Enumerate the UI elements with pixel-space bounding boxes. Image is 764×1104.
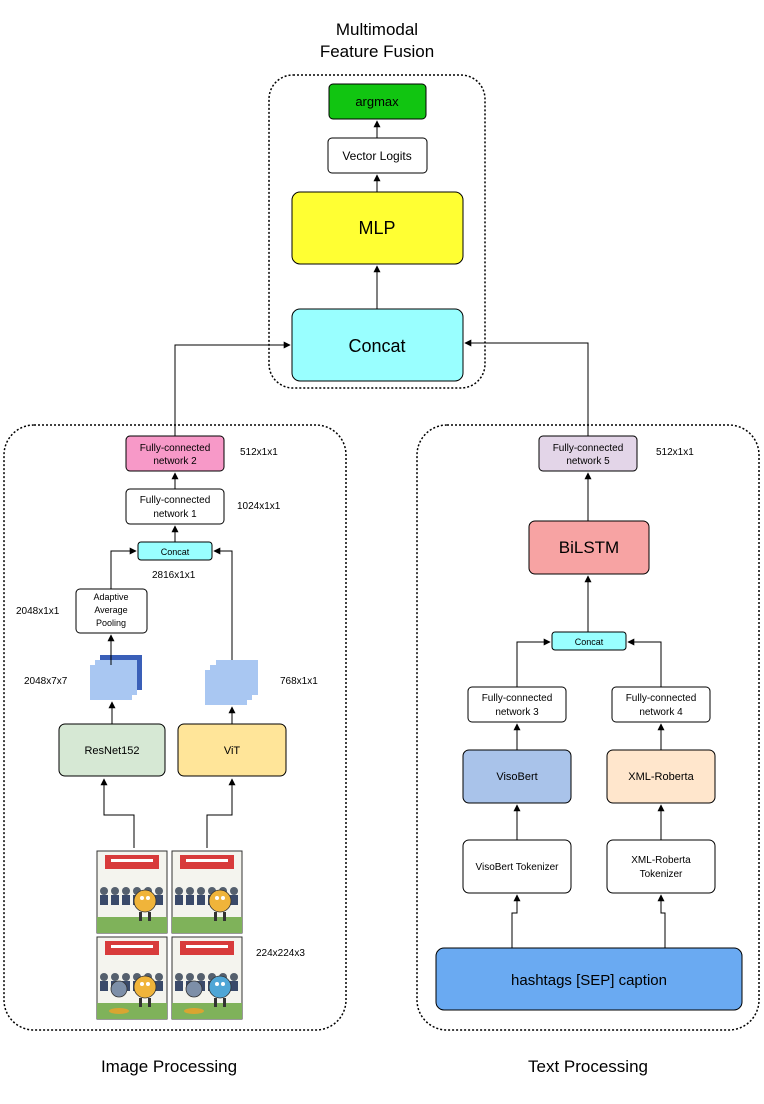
- fc4-label-line2: network 4: [639, 707, 683, 718]
- mlp-label: MLP: [358, 218, 395, 238]
- vit-label: ViT: [224, 745, 241, 757]
- visobert-tokenizer-label: VisoBert Tokenizer: [475, 862, 559, 873]
- xlmr-tokenizer-label-line1: XML-Roberta: [631, 855, 691, 866]
- pooling-label-line3: Pooling: [96, 618, 126, 628]
- visobert-label: VisoBert: [496, 771, 537, 783]
- xlmr-label: XML-Roberta: [628, 771, 694, 783]
- argmax-label: argmax: [355, 94, 399, 109]
- text-concat-node: [551, 631, 627, 651]
- arrow-pooling-concat: [110, 547, 137, 589]
- arrow-input-xlmr-tok: [657, 894, 666, 948]
- vit-feature-map: [205, 660, 258, 705]
- text-concat-label: Concat: [575, 637, 604, 647]
- arrow-input-resnet: [100, 778, 135, 848]
- input-image-dim: 224x224x3: [256, 948, 305, 959]
- arrow-fc4-concat: [627, 638, 662, 687]
- fc2-label-line1: Fully-connected: [140, 443, 211, 454]
- image-concat-label: Concat: [161, 547, 190, 557]
- arrow-fc3-concat: [516, 638, 551, 687]
- comic-panel-1: [96, 850, 168, 934]
- fc5-label-line2: network 5: [566, 456, 610, 467]
- fc3-label-line1: Fully-connected: [482, 693, 553, 704]
- fc4-label-line1: Fully-connected: [626, 693, 697, 704]
- fc2-label-line2: network 2: [153, 456, 197, 467]
- fc1-dim: 1024x1x1: [237, 501, 281, 512]
- fc5-node: [538, 435, 638, 472]
- input-image-grid: [96, 850, 243, 1020]
- pooling-label-line2: Average: [94, 605, 127, 615]
- fc1-label-line2: network 1: [153, 509, 197, 520]
- vit-feature-dim: 768x1x1: [280, 676, 318, 687]
- argmax-node: [328, 83, 427, 120]
- resnet-feature-map: [90, 655, 142, 700]
- vector-logits-label: Vector Logits: [342, 149, 411, 163]
- fc3-label-line2: network 3: [495, 707, 539, 718]
- fusion-title-line2: Feature Fusion: [320, 42, 434, 61]
- image-concat-dim: 2816x1x1: [152, 570, 196, 581]
- resnet152-label: ResNet152: [84, 745, 139, 757]
- fc2-node: [125, 435, 225, 472]
- text-input-label: hashtags [SEP] caption: [511, 972, 667, 989]
- fusion-concat-label: Concat: [348, 336, 405, 356]
- image-processing-label: Image Processing: [101, 1057, 237, 1076]
- arrow-input-visobert-tok: [511, 894, 521, 948]
- resnet-feature-dim: 2048x7x7: [24, 676, 68, 687]
- arrow-image-to-fusion: [174, 341, 291, 436]
- text-processing-label: Text Processing: [528, 1057, 648, 1076]
- fusion-group: [268, 74, 486, 389]
- fc5-dim: 512x1x1: [656, 447, 694, 458]
- fc5-label-line1: Fully-connected: [553, 443, 624, 454]
- arrow-vit-feat-concat: [213, 547, 233, 660]
- pooling-dim: 2048x1x1: [16, 606, 60, 617]
- pooling-label-line1: Adaptive: [93, 592, 128, 602]
- xlmr-tokenizer-label-line2: Tokenizer: [640, 869, 683, 880]
- fusion-title-line1: Multimodal: [336, 20, 418, 39]
- comic-panel-2: [171, 850, 243, 934]
- bilstm-label: BiLSTM: [559, 538, 619, 557]
- fc2-dim: 512x1x1: [240, 447, 278, 458]
- comic-panel-3: [96, 936, 168, 1020]
- text-input-node: [435, 947, 743, 1011]
- arrow-input-vit: [206, 778, 236, 848]
- comic-panel-4: [171, 936, 243, 1020]
- bilstm-node: [528, 520, 650, 575]
- xlmr-tokenizer-node: [606, 839, 716, 894]
- arrow-text-to-fusion: [464, 339, 589, 436]
- fc1-label-line1: Fully-connected: [140, 495, 211, 506]
